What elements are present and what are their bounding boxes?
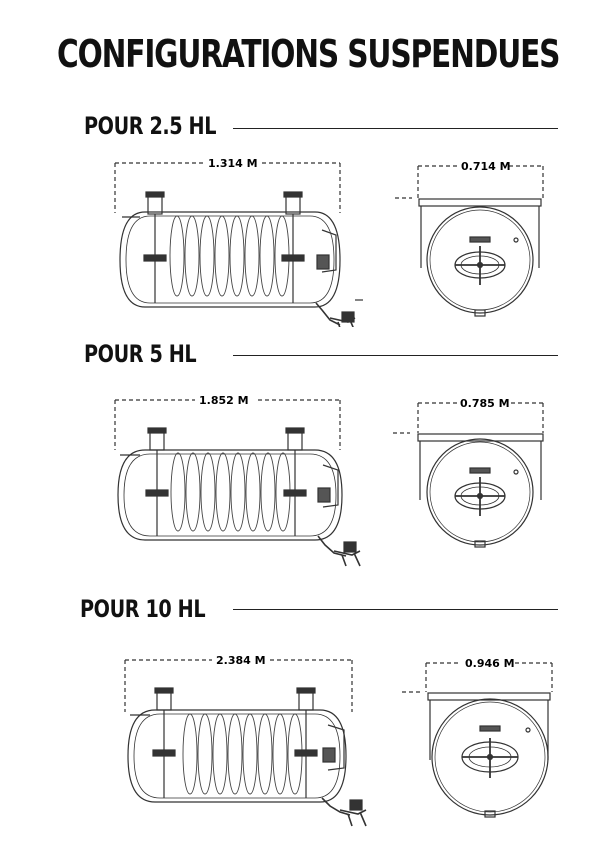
side-view-tank: [114, 399, 361, 567]
section-header: POUR 2.5 HL: [0, 112, 600, 152]
end-view-tank: [402, 662, 553, 818]
section-10-hl: POUR 10 HL 2.: [0, 595, 600, 843]
section-header: POUR 5 HL: [0, 340, 600, 380]
section-divider: [233, 128, 558, 129]
section-2-5-hl: POUR 2.5 HL: [0, 112, 600, 327]
section-divider: [233, 355, 558, 356]
tank-drawings-5-hl: 1.852 M 0.785 M: [114, 394, 544, 567]
tank-drawings-2-5-hl: 1.314 M 0.714 M: [114, 157, 544, 327]
end-view-tank: [395, 165, 544, 317]
section-label: POUR 10 HL: [80, 595, 206, 623]
side-view-tank: [124, 659, 367, 827]
section-label: POUR 2.5 HL: [84, 112, 217, 140]
side-length-dimension: 1.314 M: [208, 157, 258, 170]
side-view-tank: [114, 162, 363, 327]
section-header: POUR 10 HL: [0, 595, 600, 635]
section-divider: [233, 609, 558, 610]
section-5-hl: POUR 5 HL 1.8: [0, 340, 600, 570]
end-view-tank: [393, 402, 544, 548]
page-title: CONFIGURATIONS SUSPENDUES: [57, 32, 561, 76]
side-length-dimension: 2.384 M: [216, 654, 266, 667]
side-length-dimension: 1.852 M: [199, 394, 249, 407]
end-diameter-dimension: 0.785 M: [460, 397, 510, 410]
section-label: POUR 5 HL: [84, 340, 197, 368]
end-diameter-dimension: 0.946 M: [465, 657, 515, 670]
end-diameter-dimension: 0.714 M: [461, 160, 511, 173]
tank-drawings-10-hl: 2.384 M 0.946 M: [124, 654, 553, 827]
